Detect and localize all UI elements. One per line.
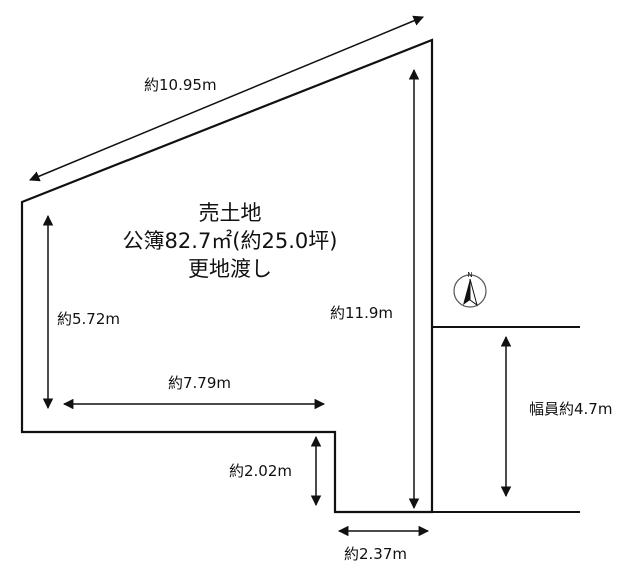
dimension-label-step-vertical: 約2.02m: [229, 462, 292, 480]
plot-title-line-1: 売土地: [199, 201, 262, 225]
dimension-label-left: 約5.72m: [57, 310, 120, 328]
dimension-label-right: 約11.9m: [330, 304, 393, 322]
north-compass-icon: N: [453, 271, 487, 308]
lot-boundary: [20, 38, 434, 514]
compass-north-label: N: [467, 271, 472, 279]
dimension-label-top: 約10.95m: [144, 76, 217, 94]
plot-title-line-2: 公簿82.7㎡(約25.0坪): [123, 229, 338, 253]
plot-title-line-3: 更地渡し: [188, 257, 272, 281]
dimension-label-bottom: 約2.37m: [344, 545, 407, 563]
dimension-label-inner-horizontal: 約7.79m: [168, 374, 231, 392]
road-width-label: 幅員約4.7m: [529, 400, 612, 418]
dimension-arrow-top: [29, 15, 424, 182]
